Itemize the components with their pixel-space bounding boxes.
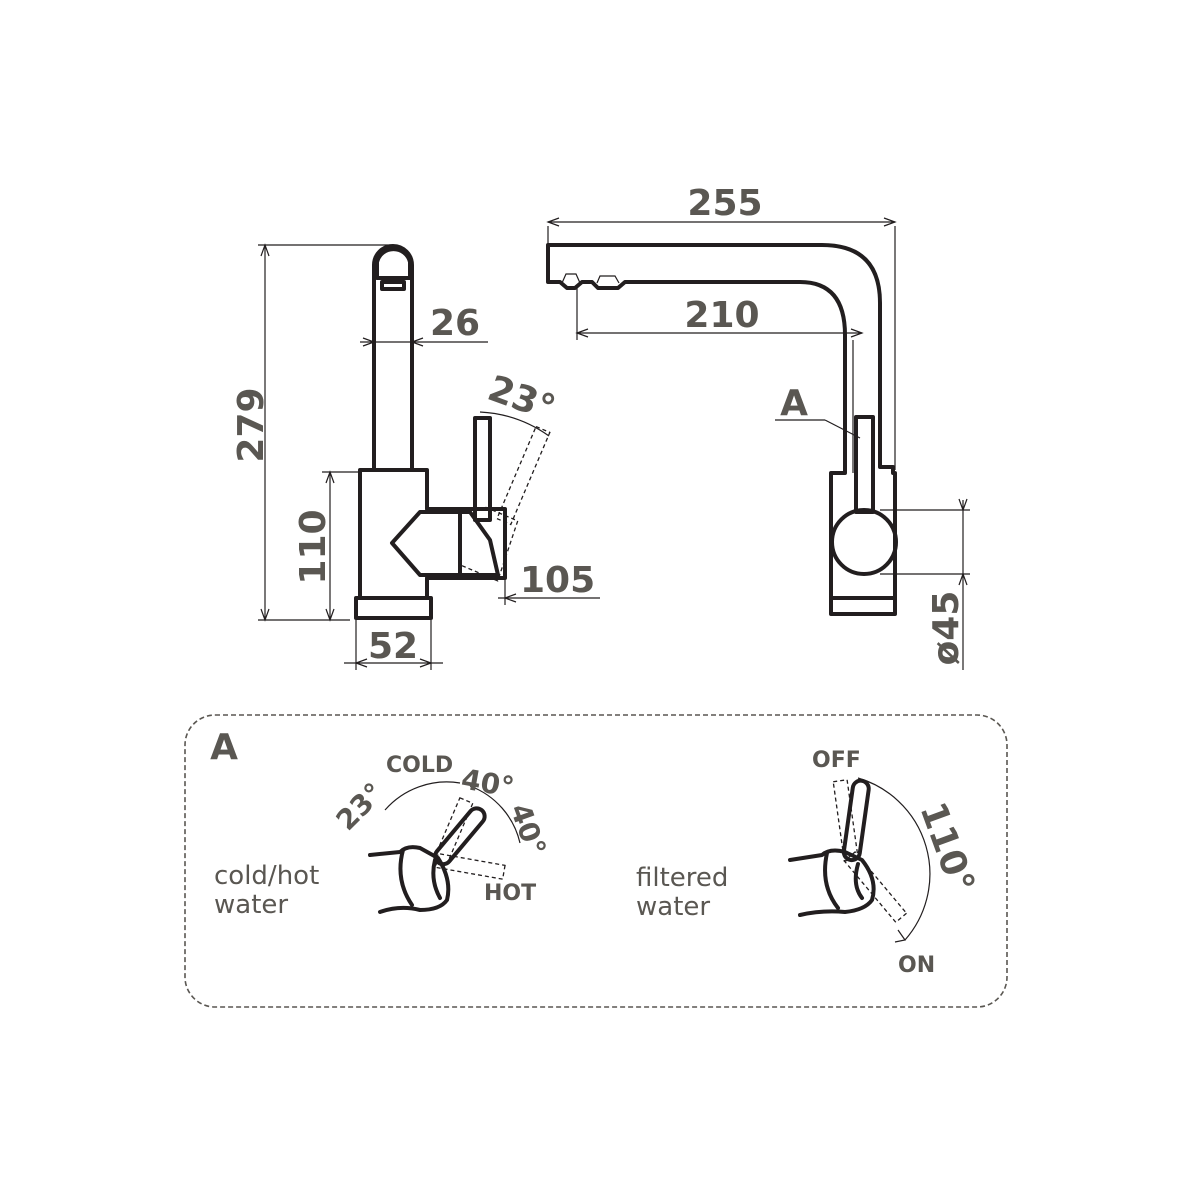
dim-reach-spout: 210 xyxy=(684,295,759,336)
detail-a-panel: A cold/hot water COLD HOT 23° 40° 40° fi… xyxy=(184,714,1008,1008)
side-view: 279 110 26 23° 105 52 xyxy=(231,243,600,670)
side-cartridge xyxy=(390,510,462,577)
angle-40-cold: 40° xyxy=(459,762,517,804)
label-hot: HOT xyxy=(484,881,536,906)
label-on: ON xyxy=(898,953,935,978)
dim-handle-angle: 23° xyxy=(482,368,560,430)
front-filter-lever xyxy=(854,415,875,514)
angle-23-detail: 23° xyxy=(330,776,391,837)
front-handle-disc xyxy=(830,508,898,576)
dim-base-width: 52 xyxy=(368,626,418,667)
side-base xyxy=(354,596,433,620)
front-spout xyxy=(546,243,897,616)
detail-title: A xyxy=(210,727,238,768)
side-spout-head xyxy=(375,247,412,280)
dim-height-body: 110 xyxy=(293,509,334,584)
label-off: OFF xyxy=(812,748,861,773)
side-handle xyxy=(473,416,492,522)
angle-40-hot: 40° xyxy=(503,799,552,860)
filter-handle-detail xyxy=(788,777,931,943)
dim-height-total: 279 xyxy=(231,387,272,462)
side-body xyxy=(358,468,507,600)
detail-frame xyxy=(184,714,1008,1008)
caption-filtered-2: water xyxy=(636,892,710,922)
dim-diameter: ø45 xyxy=(926,591,967,666)
caption-cold-hot-1: cold/hot xyxy=(214,861,319,891)
dim-spout-width: 26 xyxy=(430,303,480,344)
side-handle-alt xyxy=(460,425,551,582)
front-view: 255 210 A ø45 xyxy=(546,183,970,670)
side-aerator xyxy=(380,280,406,291)
dim-reach-total: 255 xyxy=(687,183,762,224)
angle-110-detail: 110° xyxy=(912,797,982,899)
dim-detail-marker: A xyxy=(780,383,808,424)
label-cold: COLD xyxy=(386,753,453,778)
caption-cold-hot-2: water xyxy=(214,890,288,920)
side-cartridge-face xyxy=(458,510,500,577)
caption-filtered-1: filtered xyxy=(636,863,728,893)
dim-handle-reach: 105 xyxy=(520,560,595,601)
